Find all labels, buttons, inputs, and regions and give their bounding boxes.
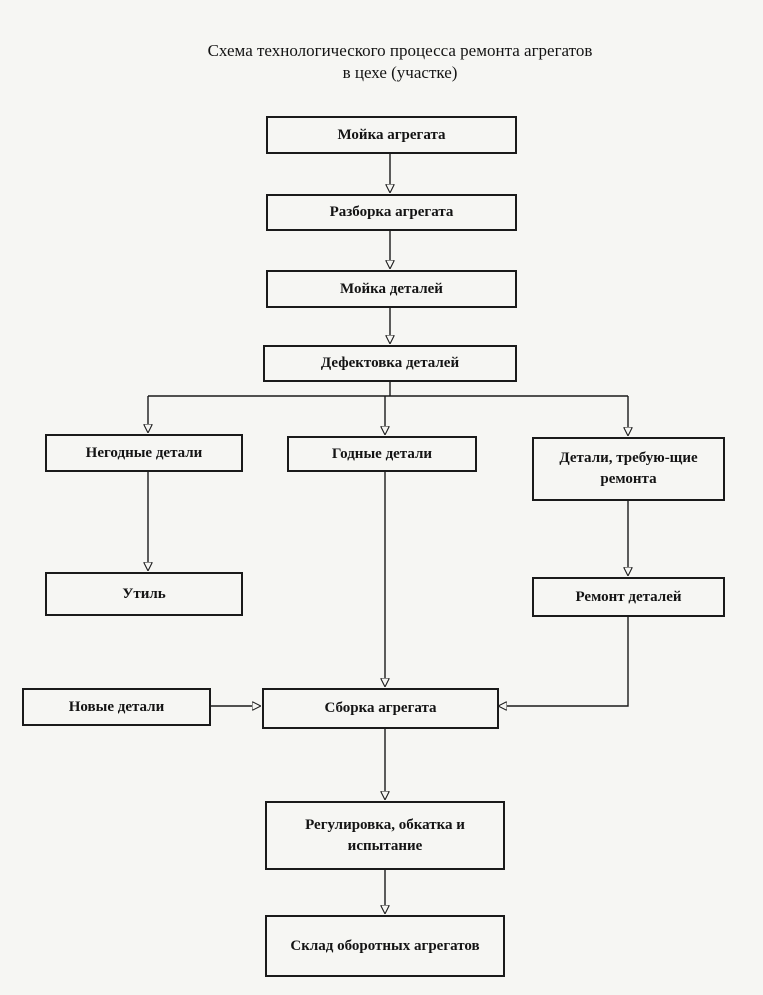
diagram-title: Схема технологического процесса ремонта … xyxy=(207,41,593,60)
node-disassembly: Разборка агрегата xyxy=(266,194,517,231)
diagram-subtitle: в цехе (участке) xyxy=(342,63,458,82)
node-repair-needed: Детали, требую-щие ремонта xyxy=(532,437,725,501)
node-storage: Склад оборотных агрегатов xyxy=(265,915,505,977)
node-assembly: Сборка агрегата xyxy=(262,688,499,729)
node-defect: Дефектовка деталей xyxy=(263,345,517,382)
edge-repair-to-assembly xyxy=(499,617,629,706)
node-adjust: Регулировка, обкатка и испытание xyxy=(265,801,505,870)
node-wash-unit: Мойка агрегата xyxy=(266,116,517,154)
node-unfit: Негодные детали xyxy=(45,434,243,472)
node-scrap: Утиль xyxy=(45,572,243,616)
node-repair: Ремонт деталей xyxy=(532,577,725,617)
node-fit: Годные детали xyxy=(287,436,477,472)
node-new-parts: Новые детали xyxy=(22,688,211,726)
node-wash-parts: Мойка деталей xyxy=(266,270,517,308)
